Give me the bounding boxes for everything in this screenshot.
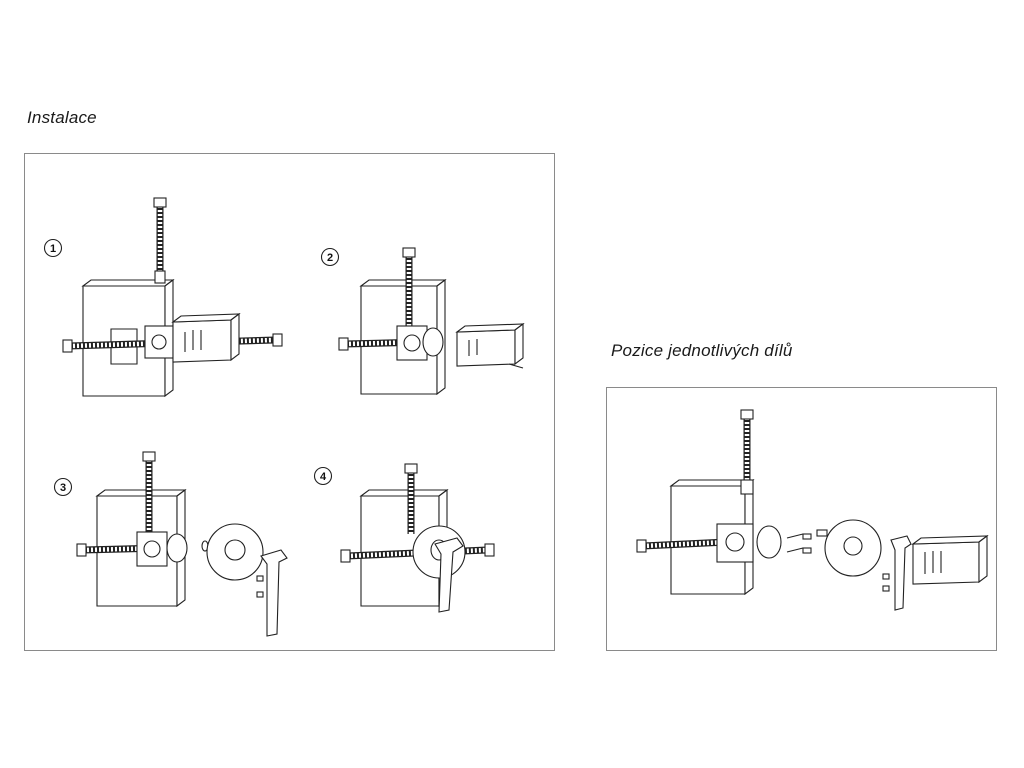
step-1-number: 1 <box>50 243 56 255</box>
step-2-number: 2 <box>327 252 333 264</box>
step-4-number: 4 <box>320 471 327 483</box>
step-1-badge <box>43 238 63 258</box>
step-3-badge <box>53 477 73 497</box>
parts-diagram <box>636 409 989 611</box>
parts-heading: Pozice jednotlivých dílů <box>611 341 793 360</box>
step-3-number: 3 <box>60 482 66 494</box>
step-4-badge <box>313 466 333 486</box>
step-2-badge <box>320 247 340 267</box>
installation-diagram: 1 <box>43 197 525 637</box>
step-3-illustration: 3 <box>53 451 288 637</box>
installation-heading: Instalace <box>27 108 97 127</box>
step-1-illustration: 1 <box>43 197 283 398</box>
installation-panel: 1 <box>24 153 555 651</box>
step-2-illustration: 2 <box>320 247 525 396</box>
step-4-illustration: 4 <box>313 463 495 613</box>
exploded-parts-illustration <box>636 409 989 611</box>
parts-panel <box>606 387 997 651</box>
